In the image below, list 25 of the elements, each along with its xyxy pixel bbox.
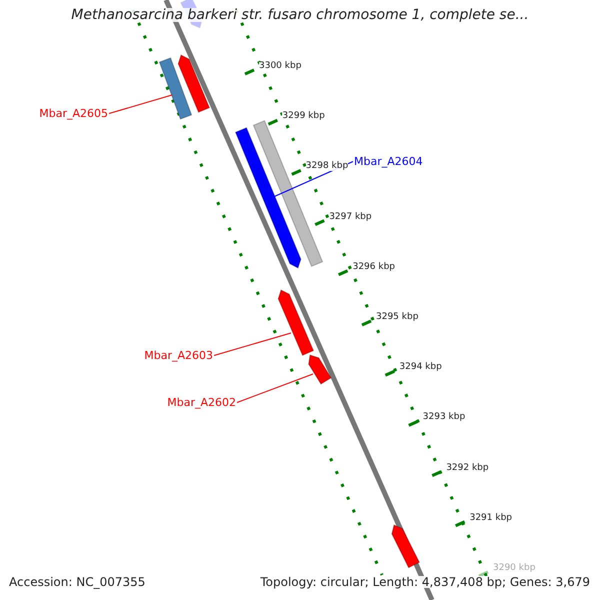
- tick-label: 3300 kbp: [259, 62, 302, 71]
- tick-label: 3294 kbp: [399, 363, 442, 372]
- tick-label: 3298 kbp: [306, 162, 348, 172]
- genome-summary: Topology: circular; Length: 4,837,408 bp; Genes: 3,679: [260, 576, 590, 588]
- gene-label: Mbar_A2604: [354, 156, 423, 167]
- gene-label: Mbar_A2603: [144, 350, 213, 361]
- tick-label: 3299 kbp: [282, 112, 325, 122]
- tick-label: 3295 kbp: [376, 313, 418, 322]
- leader-line: [236, 374, 314, 403]
- leader-line: [108, 94, 172, 114]
- gene-label: Mbar_A2602: [167, 397, 236, 408]
- tick-label: 3291 kbp: [470, 514, 512, 523]
- tick-label: 3292 kbp: [446, 464, 489, 473]
- tick-label: 3297 kbp: [329, 212, 372, 222]
- gene-block: [278, 289, 314, 356]
- gene-block: [158, 57, 192, 120]
- tick-label: 3293 kbp: [422, 413, 466, 422]
- gene-block: [234, 127, 302, 269]
- tick-label: 3296 kbp: [352, 262, 395, 272]
- gene-block: [308, 354, 332, 385]
- gene-label: Mbar_A2605: [39, 108, 108, 119]
- accession-text: Accession: NC_007355: [9, 576, 146, 588]
- title: Methanosarcina barkeri str. fusaro chromosome 1, complete se...: [71, 8, 529, 22]
- tick-label: 3290 kbp: [493, 564, 536, 573]
- leader-line: [214, 332, 292, 356]
